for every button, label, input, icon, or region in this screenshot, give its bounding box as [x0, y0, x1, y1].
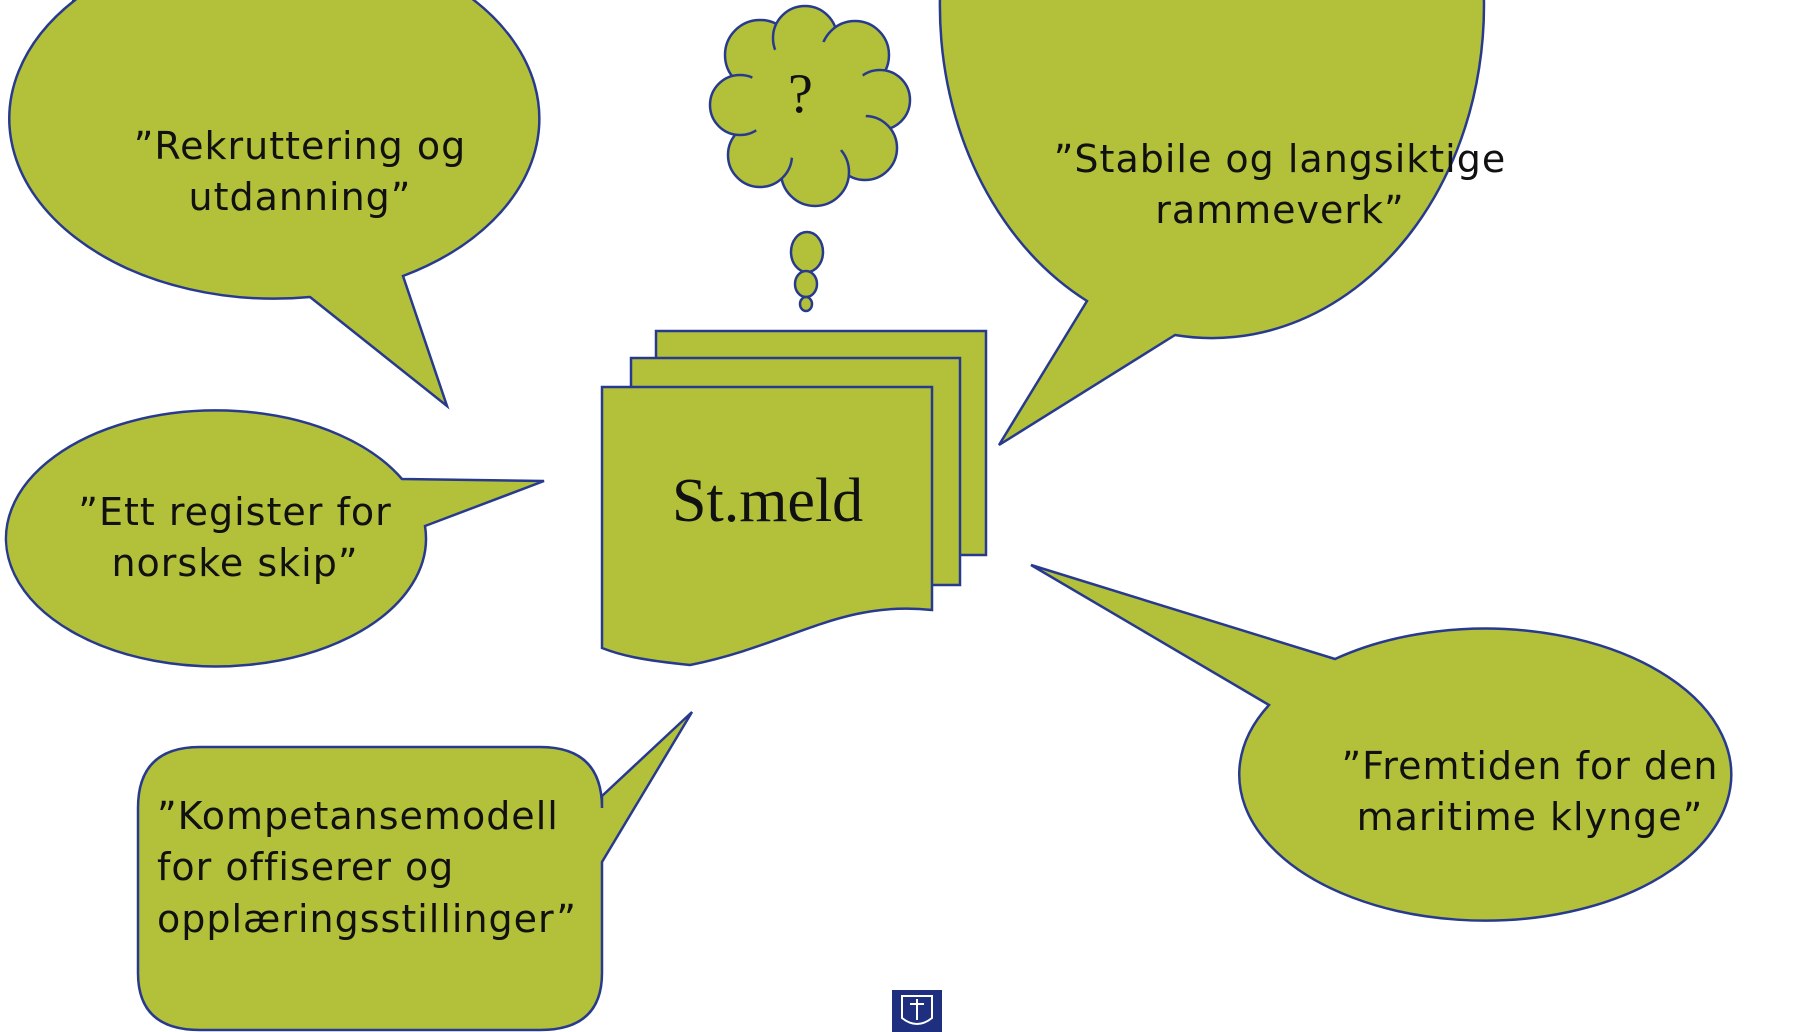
bubble-future-shape	[1030, 563, 1733, 922]
bubble-competence-line2: for offiserer og	[157, 845, 455, 890]
bubble-competence-line1: ”Kompetansemodell	[157, 794, 559, 838]
coat-of-arms-icon	[892, 990, 942, 1032]
bubble-register-line2: norske skip”	[111, 541, 359, 586]
bubble-competence-line3: opplæringsstillinger”	[157, 896, 577, 941]
bubble-future-line2: maritime klynge”	[1356, 795, 1704, 840]
document-label: St.meld	[672, 467, 864, 535]
bubble-framework-shape	[938, 0, 1486, 447]
document-stack-icon	[600, 329, 988, 667]
bubble-framework-text: ”Stabile og langsiktige rammeverk”	[1010, 134, 1550, 237]
thought-cloud-icon	[708, 4, 912, 313]
bubble-recruitment-text: ”Rekruttering og utdanning”	[90, 121, 510, 224]
bubble-register-text: ”Ett register for norske skip”	[50, 487, 420, 590]
bubble-framework-line2: rammeverk”	[1155, 188, 1405, 233]
bubble-recruitment-line1: ”Rekruttering og	[133, 124, 467, 168]
bubble-register-shape	[4, 409, 545, 668]
bubble-recruitment-shape	[8, 0, 541, 410]
thought-question-mark: ?	[788, 63, 813, 125]
bubble-future-text: ”Fremtiden for den maritime klynge”	[1300, 741, 1760, 844]
bubble-framework-line1: ”Stabile og langsiktige	[1053, 137, 1507, 181]
bubble-future-line1: ”Fremtiden for den	[1341, 744, 1719, 788]
bubble-competence-text: ”Kompetansemodell for offiserer og opplæ…	[157, 791, 607, 945]
bubble-register-line1: ”Ett register for	[78, 490, 392, 534]
bubble-competence-shape	[136, 711, 694, 1032]
bubble-recruitment-line2: utdanning”	[188, 175, 412, 220]
